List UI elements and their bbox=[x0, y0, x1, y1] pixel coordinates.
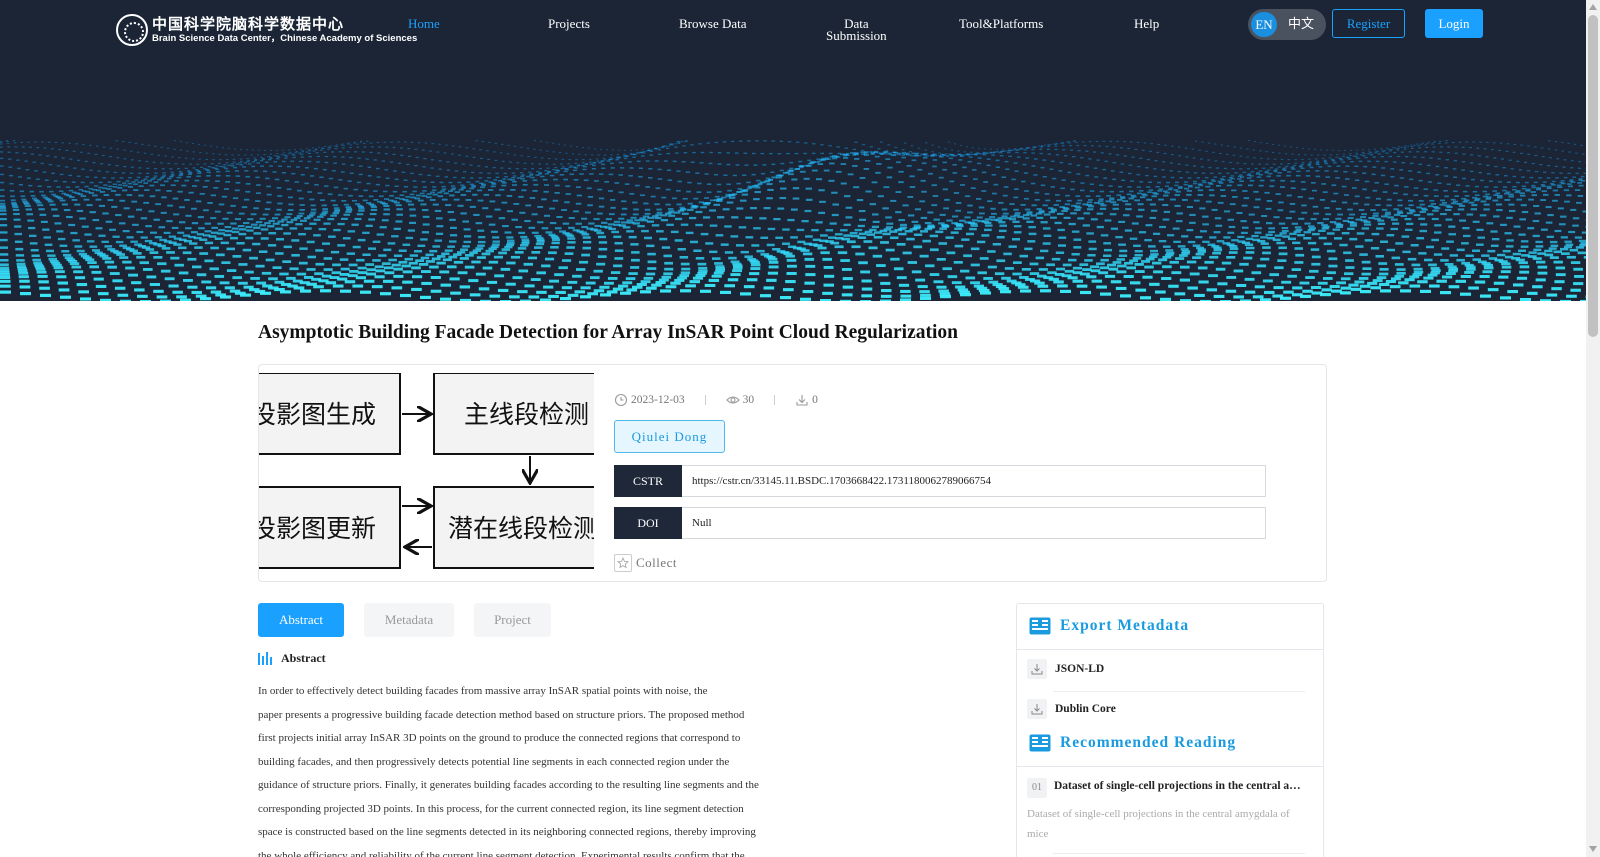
nav-projects[interactable]: Projects bbox=[548, 16, 590, 31]
clock-icon bbox=[614, 393, 628, 407]
tab-abstract[interactable]: Abstract bbox=[258, 603, 344, 637]
abstract-heading: Abstract bbox=[258, 651, 326, 666]
book-icon bbox=[1029, 617, 1051, 635]
recommended-rank: 01 bbox=[1027, 778, 1047, 798]
collect-button[interactable]: Collect bbox=[614, 554, 677, 572]
collect-label: Collect bbox=[636, 555, 678, 570]
abstract-text: In order to effectively detect building … bbox=[258, 685, 759, 857]
scroll-up-arrow-icon[interactable] bbox=[1589, 4, 1597, 10]
page-scrollbar[interactable] bbox=[1586, 0, 1600, 857]
lang-cn-option[interactable]: 中文 bbox=[1288, 17, 1315, 32]
export-metadata-title: Export Metadata bbox=[1029, 617, 1189, 635]
nav-data-submission[interactable]: Data Submission bbox=[826, 16, 887, 43]
doi-label: DOI bbox=[614, 507, 682, 539]
tab-metadata[interactable]: Metadata bbox=[364, 603, 454, 637]
lang-en-option[interactable]: EN bbox=[1251, 12, 1277, 37]
cstr-row: CSTR https://cstr.cn/33145.11.BSDC.17036… bbox=[614, 465, 1266, 497]
flowchart-image: 投影图生成 主线段检测 投影图更新 潜在线段检测 bbox=[259, 373, 594, 569]
export-json-ld[interactable]: JSON-LD bbox=[1027, 659, 1104, 679]
download-count: 0 bbox=[812, 394, 818, 406]
doi-row: DOI Null bbox=[614, 507, 1266, 539]
language-switch[interactable]: EN 中文 bbox=[1248, 9, 1326, 40]
scroll-thumb[interactable] bbox=[1588, 15, 1598, 337]
logo-title-cn: 中国科学院脑科学数据中心 bbox=[152, 15, 345, 33]
cstr-value[interactable]: https://cstr.cn/33145.11.BSDC.1703668422… bbox=[682, 465, 1266, 497]
nav-tool-platforms[interactable]: Tool&Platforms bbox=[959, 16, 1044, 31]
register-button[interactable]: Register bbox=[1332, 9, 1405, 38]
site-logo[interactable]: 中国科学院脑科学数据中心 Brain Science Data Center，C… bbox=[116, 14, 417, 46]
download-icon bbox=[1027, 699, 1047, 719]
nav-help[interactable]: Help bbox=[1134, 16, 1160, 31]
download-icon bbox=[796, 395, 808, 406]
logo-title-en: Brain Science Data Center，Chinese Academ… bbox=[152, 33, 418, 44]
page-title: Asymptotic Building Facade Detection for… bbox=[258, 322, 959, 343]
nav-browse-data[interactable]: Browse Data bbox=[679, 16, 747, 31]
scroll-down-arrow-icon[interactable] bbox=[1589, 846, 1597, 852]
dataset-meta-row: 2023-12-03 30 0 bbox=[614, 393, 818, 407]
doi-value: Null bbox=[682, 507, 1266, 539]
dataset-info-card: 投影图生成 主线段检测 投影图更新 潜在线段检测 2023-12-03 30 0… bbox=[258, 364, 1327, 582]
book-icon bbox=[1029, 734, 1051, 752]
tab-project[interactable]: Project bbox=[474, 603, 551, 637]
cstr-label: CSTR bbox=[614, 465, 682, 497]
top-nav: 中国科学院脑科学数据中心 Brain Science Data Center，C… bbox=[0, 0, 1586, 60]
download-icon bbox=[1027, 659, 1047, 679]
cas-emblem-icon bbox=[116, 14, 148, 46]
export-dublin-core[interactable]: Dublin Core bbox=[1027, 699, 1116, 719]
flow-box-4-text: 潜在线段检测 bbox=[448, 514, 594, 543]
dataset-thumbnail: 投影图生成 主线段检测 投影图更新 潜在线段检测 bbox=[259, 373, 594, 573]
recommended-reading-title: Recommended Reading bbox=[1029, 734, 1236, 752]
eye-icon bbox=[725, 396, 740, 404]
nav-home[interactable]: Home bbox=[408, 16, 440, 31]
recommended-item-title[interactable]: Dataset of single-cell projections in th… bbox=[1054, 780, 1309, 792]
bars-icon bbox=[258, 651, 272, 665]
view-count: 30 bbox=[742, 394, 755, 406]
publish-date: 2023-12-03 bbox=[631, 394, 685, 406]
hero-banner: 中国科学院脑科学数据中心 Brain Science Data Center，C… bbox=[0, 0, 1586, 301]
author-tag[interactable]: Qiulei Dong bbox=[614, 420, 725, 453]
recommended-item-desc: Dataset of single-cell projections in th… bbox=[1027, 808, 1290, 840]
flow-box-2-text: 主线段检测 bbox=[464, 400, 589, 429]
star-icon bbox=[614, 554, 632, 572]
flow-box-3-text: 投影图更新 bbox=[259, 514, 376, 543]
sidebar-panel: Export Metadata JSON-LD Dublin Core Reco… bbox=[1016, 603, 1324, 857]
flow-box-1-text: 投影图生成 bbox=[259, 400, 376, 429]
login-button[interactable]: Login bbox=[1425, 9, 1483, 38]
particle-wave-graphic bbox=[0, 140, 1586, 301]
